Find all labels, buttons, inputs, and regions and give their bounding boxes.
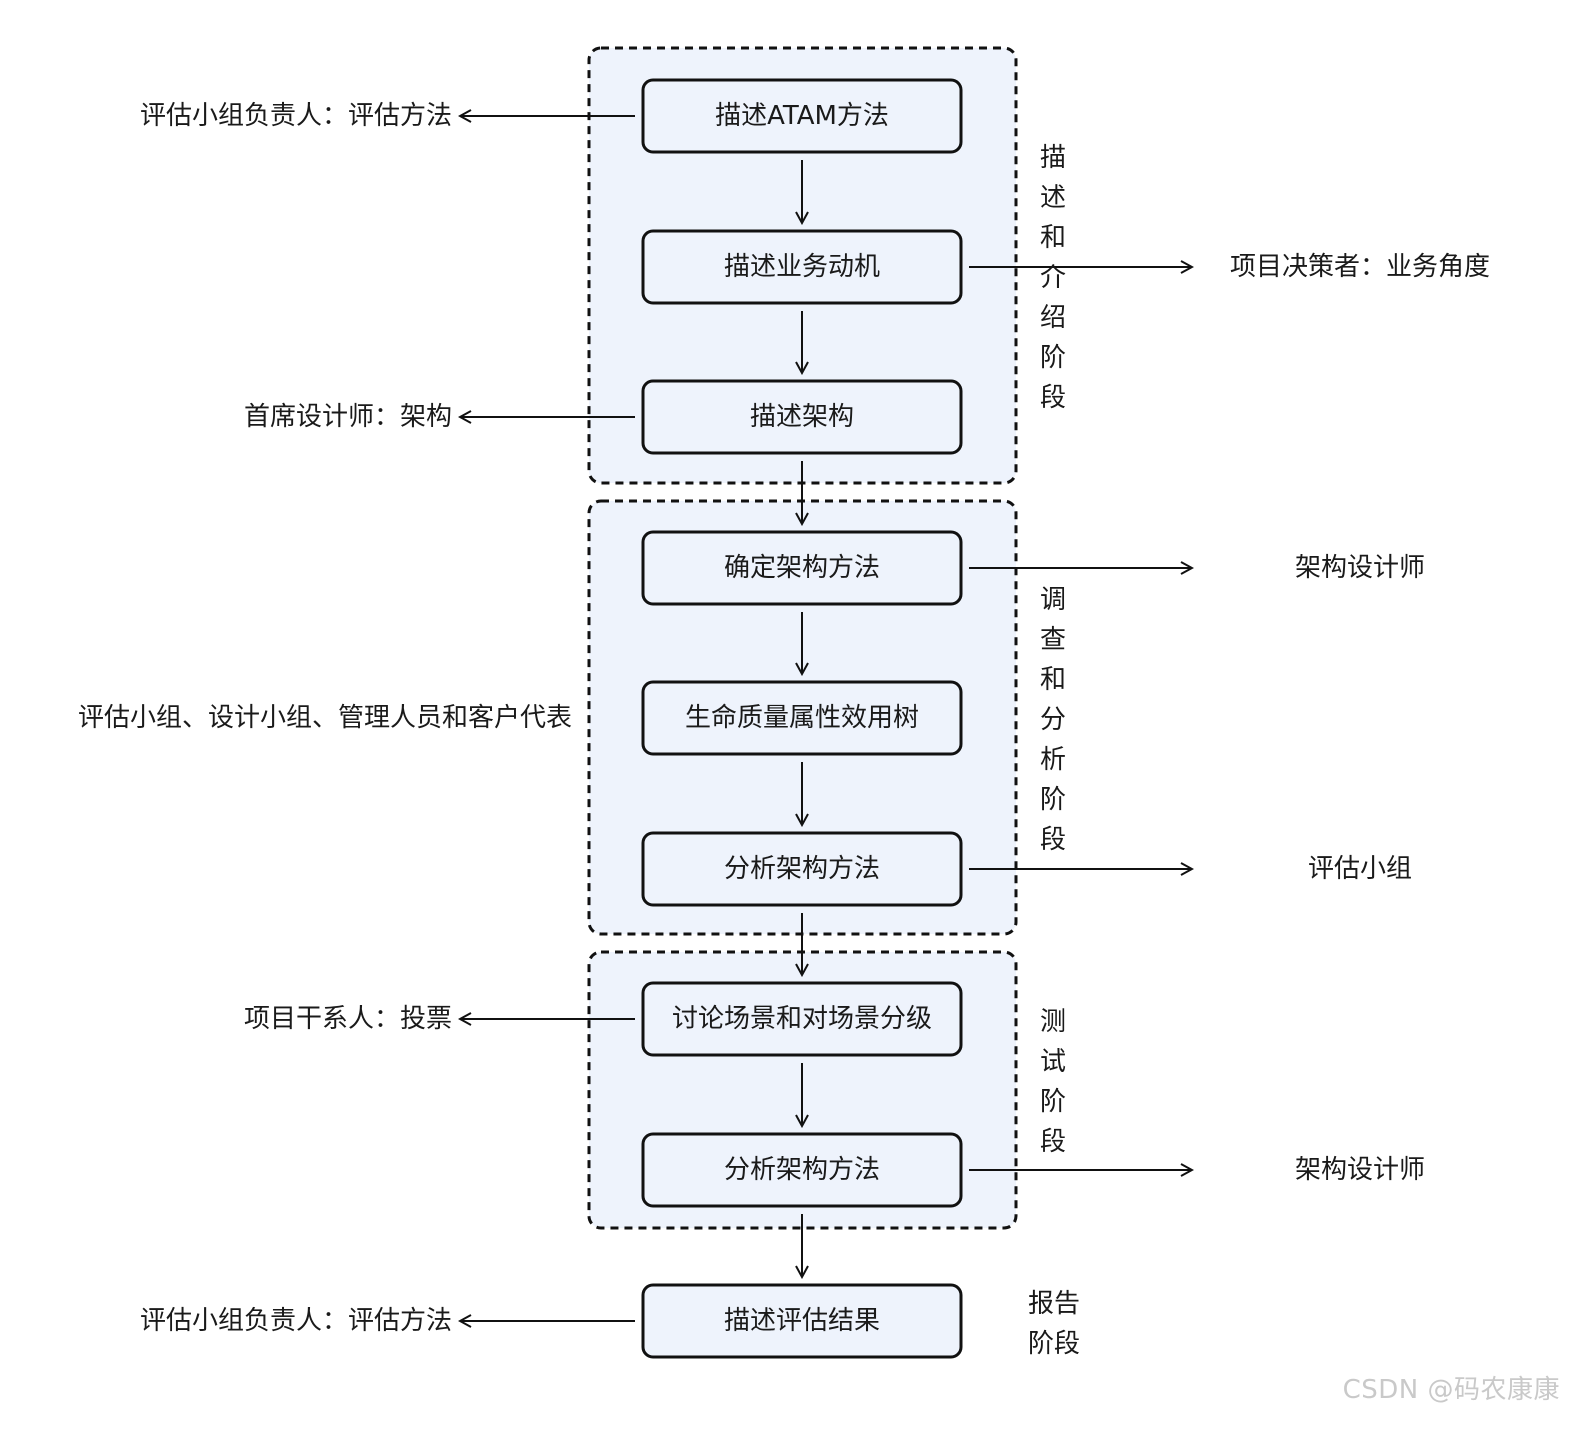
step-8-box [641, 1132, 963, 1208]
step-3-node: 描述架构 [641, 379, 963, 455]
step-2-node: 描述业务动机 [641, 229, 963, 305]
step-8-label: 分析架构方法 [724, 1155, 880, 1185]
step-3-role-label: 首席设计师：架构 [244, 402, 452, 432]
step-5-label: 生命质量属性效用树 [685, 703, 919, 733]
step-8-role-label: 架构设计师 [1295, 1155, 1425, 1185]
step-5-node: 生命质量属性效用树 [641, 680, 963, 756]
step-4-node: 确定架构方法 [641, 530, 963, 606]
step-5-box [641, 680, 963, 756]
stage-describe-label: 描述和介绍阶段 [1040, 143, 1066, 413]
step-9-node: 描述评估结果 [641, 1283, 963, 1359]
step-6-label: 分析架构方法 [724, 854, 880, 884]
step-6-node: 分析架构方法 [641, 831, 963, 907]
step-5-role-label: 评估小组、设计小组、管理人员和客户代表 [78, 703, 572, 733]
step-3-box [641, 379, 963, 455]
step-1-label: 描述ATAM方法 [715, 101, 889, 131]
step-8-node: 分析架构方法 [641, 1132, 963, 1208]
step-2-label: 描述业务动机 [724, 252, 880, 282]
step-9-label: 描述评估结果 [724, 1306, 880, 1336]
step-4-label: 确定架构方法 [724, 553, 880, 583]
step-1-role-label: 评估小组负责人：评估方法 [140, 101, 452, 131]
step-3-label: 描述架构 [750, 402, 854, 432]
step-2-role-label: 项目决策者：业务角度 [1230, 252, 1490, 282]
stage-investigate-label: 调查和分析阶段 [1040, 585, 1066, 855]
step-7-box [641, 981, 963, 1057]
step-7-node: 讨论场景和对场景分级 [641, 981, 963, 1057]
step-2-box [641, 229, 963, 305]
step-9-role-label: 评估小组负责人：评估方法 [140, 1306, 452, 1336]
step-6-box [641, 831, 963, 907]
step-9-box [641, 1283, 963, 1359]
stage-test-label: 测试阶段 [1040, 1007, 1066, 1157]
step-4-role-label: 架构设计师 [1295, 553, 1425, 583]
stage-report-label: 报告阶段 [1028, 1289, 1080, 1359]
step-4-box [641, 530, 963, 606]
step-6-role-label: 评估小组 [1308, 854, 1412, 884]
step-1-node: 描述ATAM方法 [641, 78, 963, 154]
watermark: CSDN @码农康康 [1342, 1375, 1560, 1405]
step-7-label: 讨论场景和对场景分级 [672, 1004, 932, 1034]
step-1-box [641, 78, 963, 154]
step-7-role-label: 项目干系人：投票 [244, 1004, 452, 1034]
